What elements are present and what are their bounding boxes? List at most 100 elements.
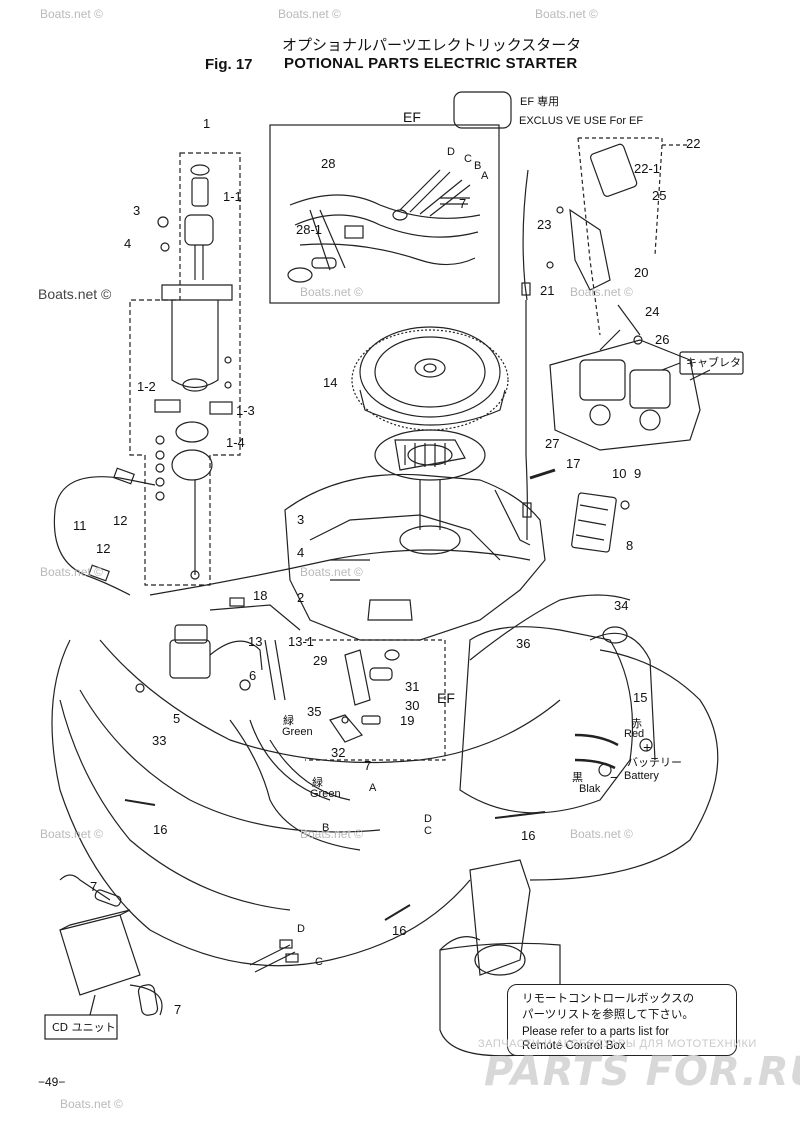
- part-number: 12: [113, 513, 128, 528]
- wire-harness: [51, 549, 631, 967]
- connector-letter: B: [322, 822, 330, 834]
- part-number: 16: [521, 828, 536, 843]
- part-number: 31: [405, 679, 420, 694]
- battery-minus-sign: −: [610, 769, 619, 785]
- part-number: 17: [566, 456, 581, 471]
- part-number: 15: [633, 690, 648, 705]
- wire-label-jp: 赤: [631, 717, 642, 730]
- wire-label: Green: [282, 726, 313, 738]
- ef-mid-bracket: [305, 639, 446, 761]
- part-number: 36: [516, 636, 531, 651]
- wire-label-jp: 緑: [283, 714, 294, 727]
- part-number: 23: [537, 217, 552, 232]
- connector-letter: C: [315, 956, 323, 968]
- watermark: Boats.net ©: [300, 285, 363, 299]
- part-number: 8: [626, 538, 634, 553]
- part-number: 4: [124, 236, 132, 251]
- part-number: 24: [645, 304, 660, 319]
- part-number: 35: [307, 704, 322, 719]
- wire-label-jp: 黒: [572, 771, 583, 784]
- flywheel: [351, 326, 509, 431]
- part-number: 25: [652, 188, 667, 203]
- part-number: 11: [73, 518, 87, 533]
- watermark: Boats.net ©: [38, 286, 112, 302]
- cd-unit-tag-box: [44, 1014, 118, 1040]
- connector-letter: D: [424, 813, 432, 825]
- part-number: 13: [248, 634, 263, 649]
- watermark: Boats.net ©: [300, 565, 363, 579]
- part-number: 6: [249, 668, 257, 683]
- connector-letter: B: [474, 160, 482, 172]
- watermark: Boats.net ©: [570, 827, 633, 841]
- part-number: 16: [153, 822, 168, 837]
- part-number: 20: [634, 265, 649, 280]
- part-number: 28: [321, 156, 336, 171]
- part-number: 16: [392, 923, 407, 938]
- part-number: 3: [133, 203, 141, 218]
- page-number: −49−: [38, 1075, 66, 1089]
- figure-number: Fig. 17: [205, 56, 253, 73]
- part-number: 7: [174, 1002, 182, 1017]
- watermark-ru-text: ЗАПЧАСТИ И АКСЕССУАРЫ ДЛЯ МОТОТЕХНИКИ: [478, 1038, 757, 1050]
- legend-ef-jp: EF 専用: [520, 96, 560, 108]
- rectifier-regulator: [571, 492, 617, 553]
- part-number: 12: [96, 541, 111, 556]
- part-number: 22: [686, 136, 701, 151]
- part-number: 32: [331, 745, 346, 760]
- part-number: 1-1: [223, 189, 242, 204]
- connector-letter: C: [424, 825, 432, 837]
- connector-letter: D: [297, 923, 305, 935]
- watermark: Boats.net ©: [535, 7, 598, 21]
- engine-block: [284, 473, 546, 641]
- part-number: 13-1: [288, 634, 315, 649]
- part-number: 14: [323, 375, 338, 390]
- page-title-jp: オプショナルパーツエレクトリックスタータ: [282, 36, 582, 54]
- part-number: 10: [612, 466, 627, 481]
- page-title: POTIONAL PARTS ELECTRIC STARTER: [284, 55, 578, 72]
- connector-letter: A: [369, 782, 377, 794]
- part-number: 7: [90, 879, 98, 894]
- part-number: 33: [152, 733, 167, 748]
- part-number: 4: [297, 545, 305, 560]
- part-number: 9: [634, 466, 642, 481]
- watermark: Boats.net ©: [570, 285, 633, 299]
- cd-unit: [44, 909, 141, 1040]
- connector-letter: C: [464, 153, 472, 165]
- part-number: 29: [313, 653, 328, 668]
- note-line: リモートコントロールボックスの: [522, 991, 695, 1005]
- connector-letter: D: [447, 146, 455, 158]
- part-number: 19: [400, 713, 415, 728]
- part-number: 5: [173, 711, 181, 726]
- part-number: 1-3: [236, 403, 255, 418]
- legend-ef-en: EXCLUS VE USE For EF: [519, 115, 644, 127]
- wire-label-jp: バッテリー: [627, 756, 682, 769]
- watermark: Boats.net ©: [40, 7, 103, 21]
- ef-legend-swatch: [453, 91, 512, 129]
- starter-relay: [135, 624, 263, 693]
- part-number: 2: [297, 590, 305, 605]
- connector-letter: A: [481, 170, 489, 182]
- part-number: 1-4: [226, 435, 245, 450]
- carburetor-tag: キャブレタ: [686, 356, 741, 369]
- wire-label: Red: [624, 728, 645, 740]
- remote-control-note: リモートコントロールボックスの パーツリストを参照して下さい。 Please r…: [507, 984, 737, 1056]
- wire-label: Blak: [579, 783, 601, 795]
- watermark-ru-logo: PARTS FOR.RU: [484, 1049, 800, 1095]
- watermark: Boats.net ©: [40, 565, 103, 579]
- part-number: 30: [405, 698, 420, 713]
- part-number: 21: [540, 283, 555, 298]
- cd-unit-tag: CD ユニット: [52, 1021, 116, 1034]
- note-line: パーツリストを参照して下さい。: [522, 1007, 694, 1021]
- wire-label-jp: 緑: [312, 776, 323, 789]
- watermark: Boats.net ©: [40, 827, 103, 841]
- starter-motor: [154, 164, 233, 580]
- part-number: 28-1: [296, 222, 323, 237]
- watermark: Boats.net ©: [278, 7, 341, 21]
- part-number: 7: [364, 758, 372, 773]
- battery-plus-sign: +: [643, 739, 652, 755]
- stator: [374, 429, 486, 481]
- section-label-ef-mid: EF: [437, 690, 455, 706]
- wire-label: Battery: [624, 770, 659, 782]
